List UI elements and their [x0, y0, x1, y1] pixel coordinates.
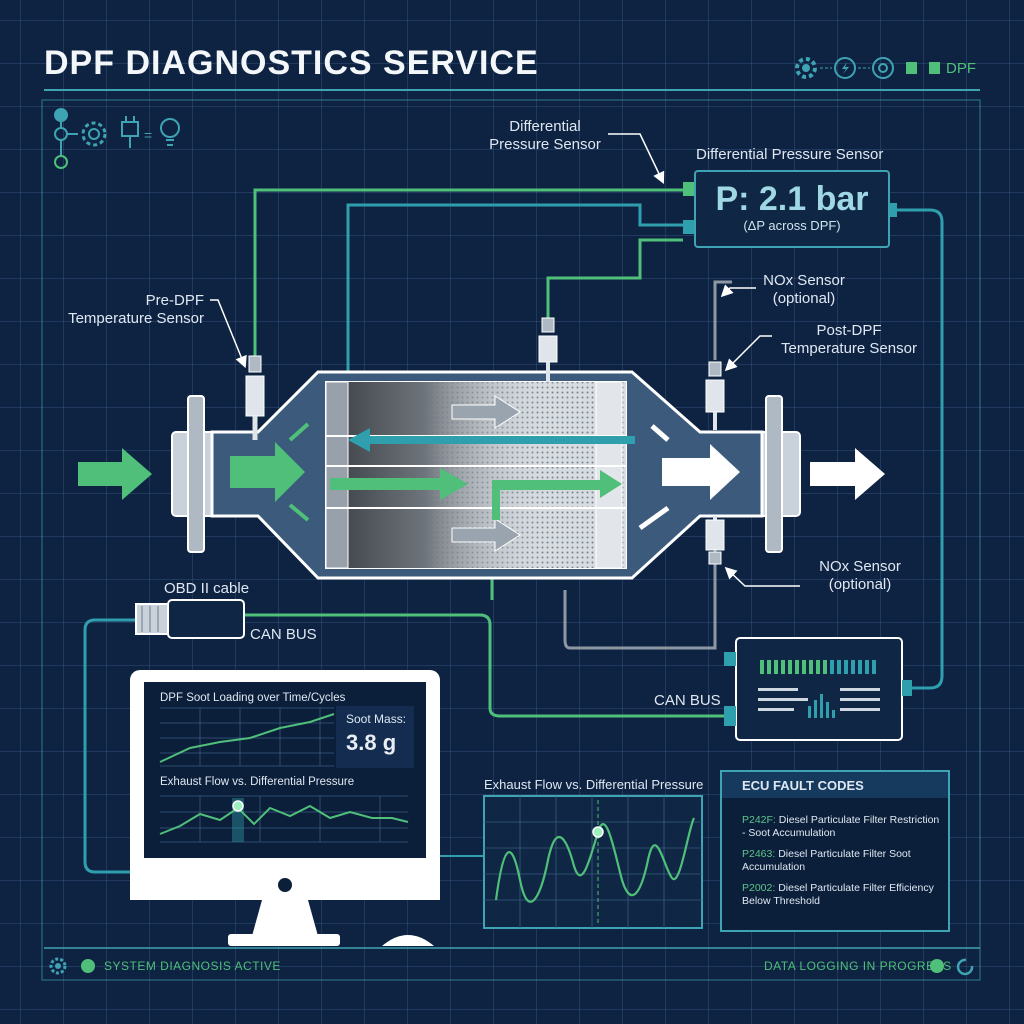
fault-item-1: P242F: Diesel Particulate Filter Restric…: [742, 814, 942, 839]
pressure-note: (ΔP across DPF): [743, 218, 841, 233]
inlet-flow-arrow: [78, 448, 152, 500]
nox-bottom-probe: [705, 516, 725, 565]
pressure-value: P: 2.1 bar: [715, 180, 869, 218]
callout-line-2: Pressure Sensor: [489, 136, 601, 153]
fault-codes-heading: ECU FAULT CODES: [722, 772, 948, 798]
flow-arrow-green-2: [492, 470, 622, 520]
pre-dpf-label: Pre-DPF Temperature Sensor: [40, 292, 204, 328]
status-left: SYSTEM DIAGNOSIS ACTIVE: [104, 959, 281, 973]
post-dpf-line-1: Post-DPF: [816, 322, 882, 339]
inlet-cone-arrow: [230, 442, 305, 502]
status-square-2: [929, 62, 940, 74]
outlet-flange: [759, 395, 801, 553]
outlet-face: [595, 381, 623, 569]
equals-glyph: =: [144, 127, 152, 143]
fault-item-3: P2002: Diesel Particulate Filter Efficie…: [742, 882, 942, 907]
converge-arrow-up: [650, 424, 670, 442]
filter-arrow-top: [451, 395, 521, 429]
post-dpf-line-2: Temperature Sensor: [781, 340, 917, 357]
pre-dpf-temp-probe: [245, 355, 265, 440]
post-dpf-temp-probe: [705, 361, 725, 430]
callout-lines: [210, 133, 800, 587]
dpf-tag: DPF: [946, 60, 976, 77]
fault-code-3: P2002:: [742, 882, 776, 894]
diff-pressure-tap-probe: [538, 317, 558, 382]
can-bus-label-1: CAN BUS: [250, 626, 317, 643]
status-dot-left: [81, 959, 95, 973]
nox-bottom-line-1: NOx Sensor: [819, 558, 901, 575]
fault-code-1: P242F:: [742, 814, 776, 826]
diverge-arrow-up: [288, 422, 310, 442]
nox-bottom-line-2: (optional): [828, 576, 892, 593]
soot-trend-line: [159, 713, 335, 763]
flow-arrow-green-1: [330, 468, 468, 500]
page-title: DPF DIAGNOSTICS SERVICE: [44, 44, 539, 82]
pressure-readout: P: 2.1 bar (ΔP across DPF): [694, 170, 890, 248]
mouse-icon: [382, 935, 434, 946]
scope-cursor: [592, 826, 604, 838]
callout-line-1: Differential: [509, 118, 581, 135]
sensor-line-arrow: [348, 428, 635, 452]
nox-top-line-1: NOx Sensor: [763, 272, 845, 289]
monitor-base: [228, 934, 340, 946]
status-right: DATA LOGGING IN PROGRESS: [764, 959, 952, 973]
node-chain-icon: [54, 108, 78, 169]
inlet-face: [325, 381, 349, 569]
pre-dpf-line-2: Temperature Sensor: [68, 310, 204, 327]
nox-top-line-2: (optional): [772, 290, 836, 307]
plug-icon: [121, 116, 139, 148]
fault-text-3: Diesel Particulate Filter Efficiency Bel…: [742, 882, 934, 907]
diff-sensor-callout: Differential Pressure Sensor: [480, 118, 610, 154]
ecu-module: [724, 637, 912, 741]
eye-icon: [872, 57, 894, 79]
cursor-marker: [232, 800, 244, 812]
status-square-1: [906, 62, 917, 74]
fault-item-2: P2463: Diesel Particulate Filter Soot Ac…: [742, 848, 942, 873]
flow-pressure-line: [159, 804, 409, 835]
nox-bottom-label: NOx Sensor (optional): [812, 558, 908, 594]
fault-text-2: Diesel Particulate Filter Soot Accumulat…: [742, 848, 911, 873]
soot-mass-value: 3.8 g: [346, 730, 397, 755]
monitor-stand: [252, 900, 318, 936]
status-gear-icon: [49, 957, 67, 975]
monitor-power-button: [278, 878, 292, 892]
gear-icon: [795, 57, 817, 79]
post-dpf-label: Post-DPF Temperature Sensor: [774, 322, 924, 358]
lightning-icon: [834, 57, 856, 79]
scope-title: Exhaust Flow vs. Differential Pressure: [484, 777, 704, 792]
diverge-arrow-down: [288, 503, 310, 522]
diagram-frame: [41, 99, 981, 981]
chart2-title: Exhaust Flow vs. Differential Pressure: [160, 776, 355, 788]
outlet-flow-arrow: [810, 448, 885, 500]
refresh-icon: [956, 958, 974, 976]
obd-cable-label: OBD II cable: [164, 580, 250, 597]
pre-dpf-line-1: Pre-DPF: [145, 292, 204, 309]
fault-codes-panel: ECU FAULT CODES P242F: Diesel Particulat…: [720, 770, 950, 932]
nox-top-label: NOx Sensor (optional): [758, 272, 850, 308]
obd-connector: [135, 599, 245, 639]
outlet-cone-arrow: [662, 444, 740, 500]
bulb-icon: [160, 118, 180, 146]
soot-mass-label: Soot Mass:: [346, 712, 407, 726]
status-dot-right: [930, 959, 944, 973]
diff-sensor-connector: [683, 182, 897, 234]
diagnostic-monitor: [130, 670, 440, 946]
diff-sensor-title: Differential Pressure Sensor: [696, 146, 884, 163]
inlet-flange: [171, 395, 215, 553]
scope-panel: [483, 795, 703, 929]
fault-code-2: P2463:: [742, 848, 776, 860]
settings-gear-icon: [81, 121, 107, 147]
converge-arrow-down: [638, 505, 670, 531]
fault-text-1: Diesel Particulate Filter Restriction - …: [742, 814, 940, 839]
chart1-title: DPF Soot Loading over Time/Cycles: [160, 692, 346, 704]
filter-arrow-bottom: [451, 518, 521, 552]
can-bus-label-2: CAN BUS: [654, 692, 721, 709]
